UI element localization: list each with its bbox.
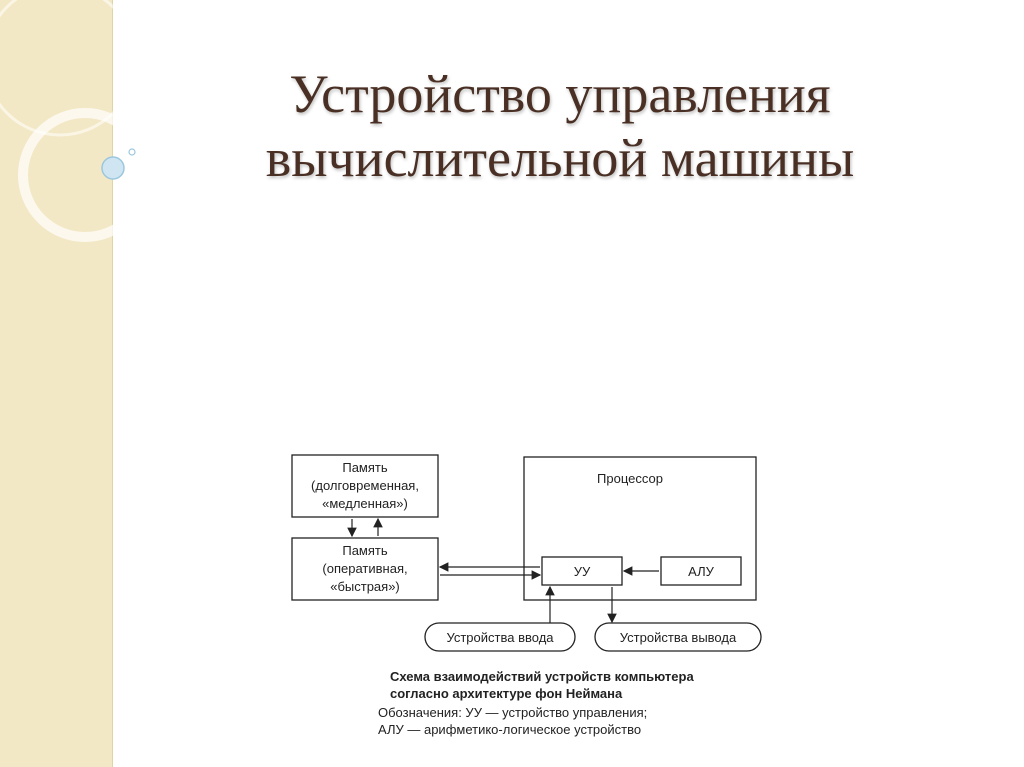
output-devices-label: Устройства вывода <box>620 630 737 645</box>
control-unit-box <box>541 556 623 586</box>
alu-box <box>660 556 742 586</box>
alu-label: АЛУ <box>688 564 714 579</box>
von-neumann-diagram: Память (долговременная, «медленная») Пам… <box>291 454 762 737</box>
memory-ram-label-1: Память <box>342 543 388 558</box>
slide-title-line1: Устройство управления <box>289 64 831 124</box>
memory-longterm-label-1: Память <box>342 460 388 475</box>
memory-ram-box <box>291 537 439 601</box>
memory-longterm-label-3: «медленная») <box>322 496 408 511</box>
input-devices-box <box>424 622 576 652</box>
deco-ring-large <box>18 108 152 242</box>
memory-ram-label-2: (оперативная, <box>322 561 407 576</box>
memory-longterm-label-2: (долговременная, <box>311 478 419 493</box>
caption-line2: согласно архитектуре фон Неймана <box>390 686 623 701</box>
deco-bubble <box>101 156 125 180</box>
output-devices-box <box>594 622 762 652</box>
control-unit-label: УУ <box>574 564 591 579</box>
deco-ring-top <box>0 0 137 137</box>
decorative-circles <box>0 0 152 242</box>
caption-line3: Обозначения: УУ — устройство управления; <box>378 705 647 720</box>
slide-title-line2: вычислительной машины <box>265 128 855 188</box>
slide-title: Устройство управления вычислительной маш… <box>180 62 940 190</box>
deco-bubble-small <box>128 148 136 156</box>
memory-longterm-box <box>291 454 439 518</box>
caption-line4: АЛУ — арифметико-логическое устройство <box>378 722 641 737</box>
input-devices-label: Устройства ввода <box>446 630 554 645</box>
processor-label: Процессор <box>597 471 663 486</box>
memory-ram-label-3: «быстрая») <box>330 579 400 594</box>
caption-line1: Схема взаимодействий устройств компьютер… <box>390 669 694 684</box>
